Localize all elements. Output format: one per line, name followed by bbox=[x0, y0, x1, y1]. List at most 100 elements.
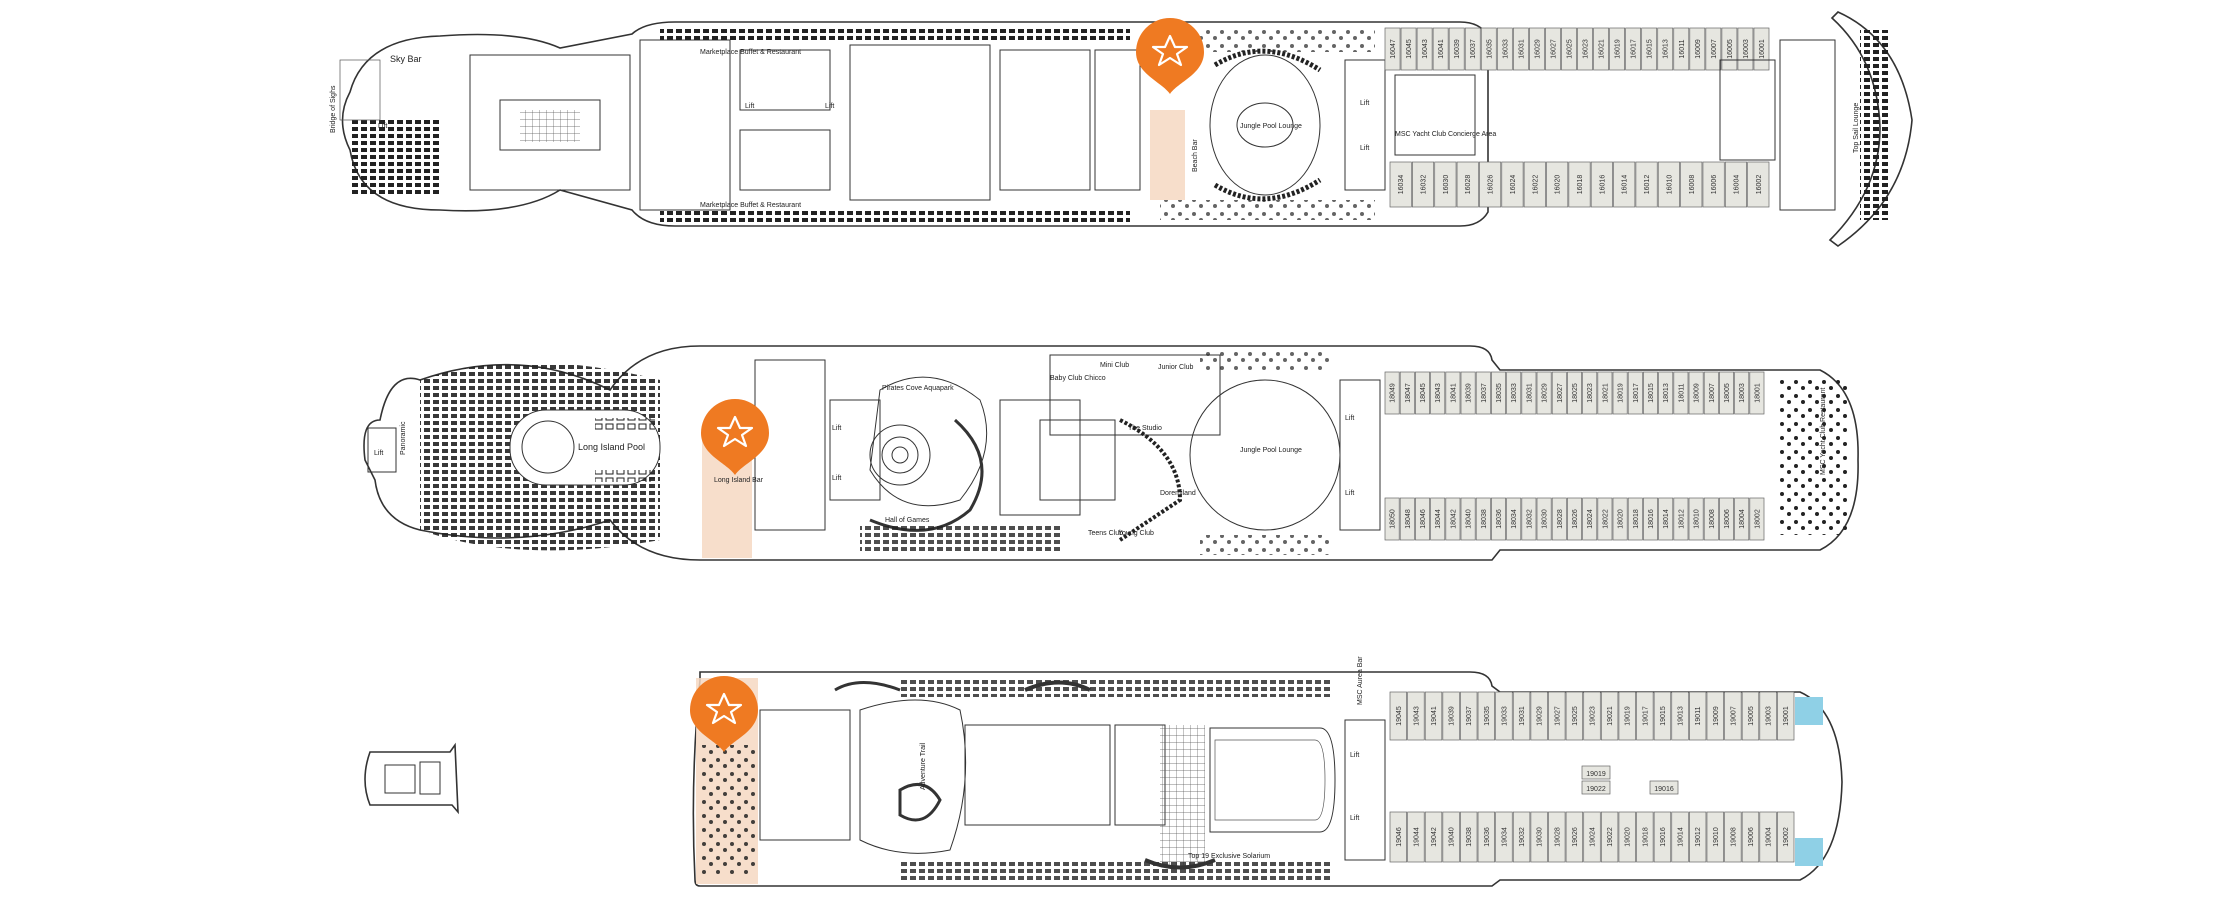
cabin[interactable]: 18013 bbox=[1658, 371, 1674, 415]
cabin[interactable]: 19039 bbox=[1442, 691, 1460, 741]
cabin[interactable]: 19009 bbox=[1706, 691, 1724, 741]
cabin[interactable]: 18038 bbox=[1475, 497, 1491, 541]
cabin[interactable]: 19014 bbox=[1671, 811, 1689, 863]
cabin[interactable]: 19006 bbox=[1741, 811, 1760, 863]
cabin[interactable]: 16001 bbox=[1753, 27, 1770, 71]
cabin[interactable]: 18040 bbox=[1460, 497, 1476, 541]
cabin[interactable]: 16019 bbox=[1609, 27, 1625, 71]
cabin[interactable]: 18039 bbox=[1460, 371, 1476, 415]
cabin[interactable]: 18010 bbox=[1688, 497, 1704, 541]
cabin[interactable]: 16011 bbox=[1673, 27, 1690, 71]
cabin[interactable]: 18025 bbox=[1567, 371, 1582, 415]
cabin[interactable]: 18001 bbox=[1749, 371, 1765, 415]
cabin[interactable]: 16039 bbox=[1448, 27, 1465, 71]
cabin[interactable]: 18042 bbox=[1445, 497, 1461, 541]
cabin[interactable]: 18021 bbox=[1597, 371, 1613, 415]
cabin[interactable]: 19025 bbox=[1565, 691, 1584, 741]
cabin[interactable]: 19008 bbox=[1724, 811, 1742, 863]
cabin[interactable]: 18043 bbox=[1430, 371, 1446, 415]
cabin[interactable]: 19045 bbox=[1389, 691, 1407, 741]
cabin[interactable]: 18030 bbox=[1536, 497, 1552, 541]
cabin[interactable]: 16026 bbox=[1479, 161, 1502, 208]
cabin[interactable]: 16033 bbox=[1496, 27, 1513, 71]
cabin[interactable]: 16015 bbox=[1641, 27, 1658, 71]
cabin[interactable]: 19042 bbox=[1424, 811, 1443, 863]
cabin[interactable]: 18017 bbox=[1627, 371, 1643, 415]
cabin[interactable]: 16029 bbox=[1529, 27, 1545, 71]
cabin[interactable]: 18047 bbox=[1399, 371, 1415, 415]
cabin[interactable]: 18022 bbox=[1597, 497, 1613, 541]
cabin[interactable]: 16014 bbox=[1613, 161, 1636, 208]
cabin[interactable]: 16021 bbox=[1593, 27, 1609, 71]
cabin[interactable]: 18003 bbox=[1734, 371, 1750, 415]
cabin[interactable]: 18050 bbox=[1384, 497, 1400, 541]
cabin[interactable]: 18005 bbox=[1719, 371, 1734, 415]
cabin[interactable]: 19043 bbox=[1407, 691, 1425, 741]
cabin[interactable]: 18008 bbox=[1703, 497, 1719, 541]
cabin[interactable]: 18015 bbox=[1643, 371, 1658, 415]
cabin[interactable]: 19017 bbox=[1636, 691, 1654, 741]
cabin[interactable]: 16016 bbox=[1590, 161, 1613, 208]
cabin[interactable]: 19002 bbox=[1777, 811, 1795, 863]
cabin[interactable]: 16020 bbox=[1546, 161, 1569, 208]
cabin[interactable]: 19036 bbox=[1477, 811, 1496, 863]
cabin[interactable]: 19011 bbox=[1688, 691, 1707, 741]
cabin[interactable]: 18037 bbox=[1475, 371, 1491, 415]
cabin[interactable]: 19037 bbox=[1460, 691, 1478, 741]
cabin[interactable]: 19016 bbox=[1649, 780, 1679, 795]
cabin[interactable]: 19028 bbox=[1548, 811, 1566, 863]
cabin[interactable]: 19029 bbox=[1530, 691, 1548, 741]
cabin[interactable]: 19027 bbox=[1548, 691, 1566, 741]
cabin[interactable]: 19044 bbox=[1407, 811, 1425, 863]
cabin[interactable]: 16005 bbox=[1721, 27, 1738, 71]
cabin[interactable]: 19026 bbox=[1565, 811, 1584, 863]
cabin[interactable]: 16028 bbox=[1456, 161, 1479, 208]
cabin[interactable]: 16041 bbox=[1432, 27, 1449, 71]
cabin[interactable]: 16037 bbox=[1464, 27, 1481, 71]
cabin[interactable]: 19007 bbox=[1724, 691, 1742, 741]
cabin[interactable]: 19030 bbox=[1530, 811, 1548, 863]
cabin[interactable]: 16022 bbox=[1523, 161, 1546, 208]
cabin[interactable]: 18033 bbox=[1506, 371, 1522, 415]
cabin[interactable]: 19013 bbox=[1671, 691, 1689, 741]
star-pin-icon[interactable] bbox=[701, 399, 769, 475]
cabin[interactable]: 19040 bbox=[1442, 811, 1460, 863]
cabin[interactable]: 18023 bbox=[1582, 371, 1598, 415]
cabin[interactable]: 19019 bbox=[1581, 765, 1611, 780]
cabin[interactable]: 19016 bbox=[1653, 811, 1672, 863]
cabin[interactable]: 19023 bbox=[1583, 691, 1601, 741]
cabin[interactable]: 16045 bbox=[1400, 27, 1417, 71]
cabin[interactable]: 16004 bbox=[1724, 161, 1747, 208]
cabin[interactable]: 16023 bbox=[1577, 27, 1593, 71]
cabin[interactable]: 18036 bbox=[1491, 497, 1506, 541]
cabin[interactable]: 16002 bbox=[1747, 161, 1770, 208]
cabin[interactable]: 16010 bbox=[1657, 161, 1680, 208]
cabin[interactable]: 19019 bbox=[1618, 691, 1636, 741]
cabin[interactable]: 19004 bbox=[1759, 811, 1777, 863]
cabin[interactable]: 16007 bbox=[1705, 27, 1722, 71]
cabin[interactable]: 19020 bbox=[1618, 811, 1636, 863]
cabin[interactable]: 16034 bbox=[1389, 161, 1412, 208]
cabin[interactable]: 18028 bbox=[1551, 497, 1567, 541]
cabin[interactable]: 16024 bbox=[1501, 161, 1524, 208]
cabin[interactable]: 18006 bbox=[1719, 497, 1734, 541]
cabin[interactable]: 16031 bbox=[1512, 27, 1529, 71]
cabin[interactable]: 16027 bbox=[1545, 27, 1561, 71]
cabin[interactable]: 19035 bbox=[1477, 691, 1496, 741]
cabin[interactable]: 19022 bbox=[1581, 780, 1611, 795]
cabin[interactable]: 19005 bbox=[1741, 691, 1760, 741]
cabin[interactable]: 16003 bbox=[1737, 27, 1754, 71]
cabin[interactable]: 18002 bbox=[1749, 497, 1765, 541]
cabin[interactable]: 19022 bbox=[1600, 811, 1619, 863]
cabin[interactable]: 18049 bbox=[1384, 371, 1400, 415]
cabin[interactable]: 18041 bbox=[1445, 371, 1461, 415]
cabin[interactable]: 16017 bbox=[1625, 27, 1642, 71]
cabin[interactable]: 18004 bbox=[1734, 497, 1750, 541]
cabin[interactable]: 16008 bbox=[1680, 161, 1703, 208]
cabin[interactable]: 19046 bbox=[1389, 811, 1407, 863]
cabin[interactable]: 19012 bbox=[1688, 811, 1707, 863]
cabin[interactable]: 19034 bbox=[1495, 811, 1513, 863]
cabin[interactable]: 16025 bbox=[1561, 27, 1577, 71]
cabin[interactable]: 18024 bbox=[1582, 497, 1598, 541]
cabin[interactable]: 18034 bbox=[1506, 497, 1522, 541]
